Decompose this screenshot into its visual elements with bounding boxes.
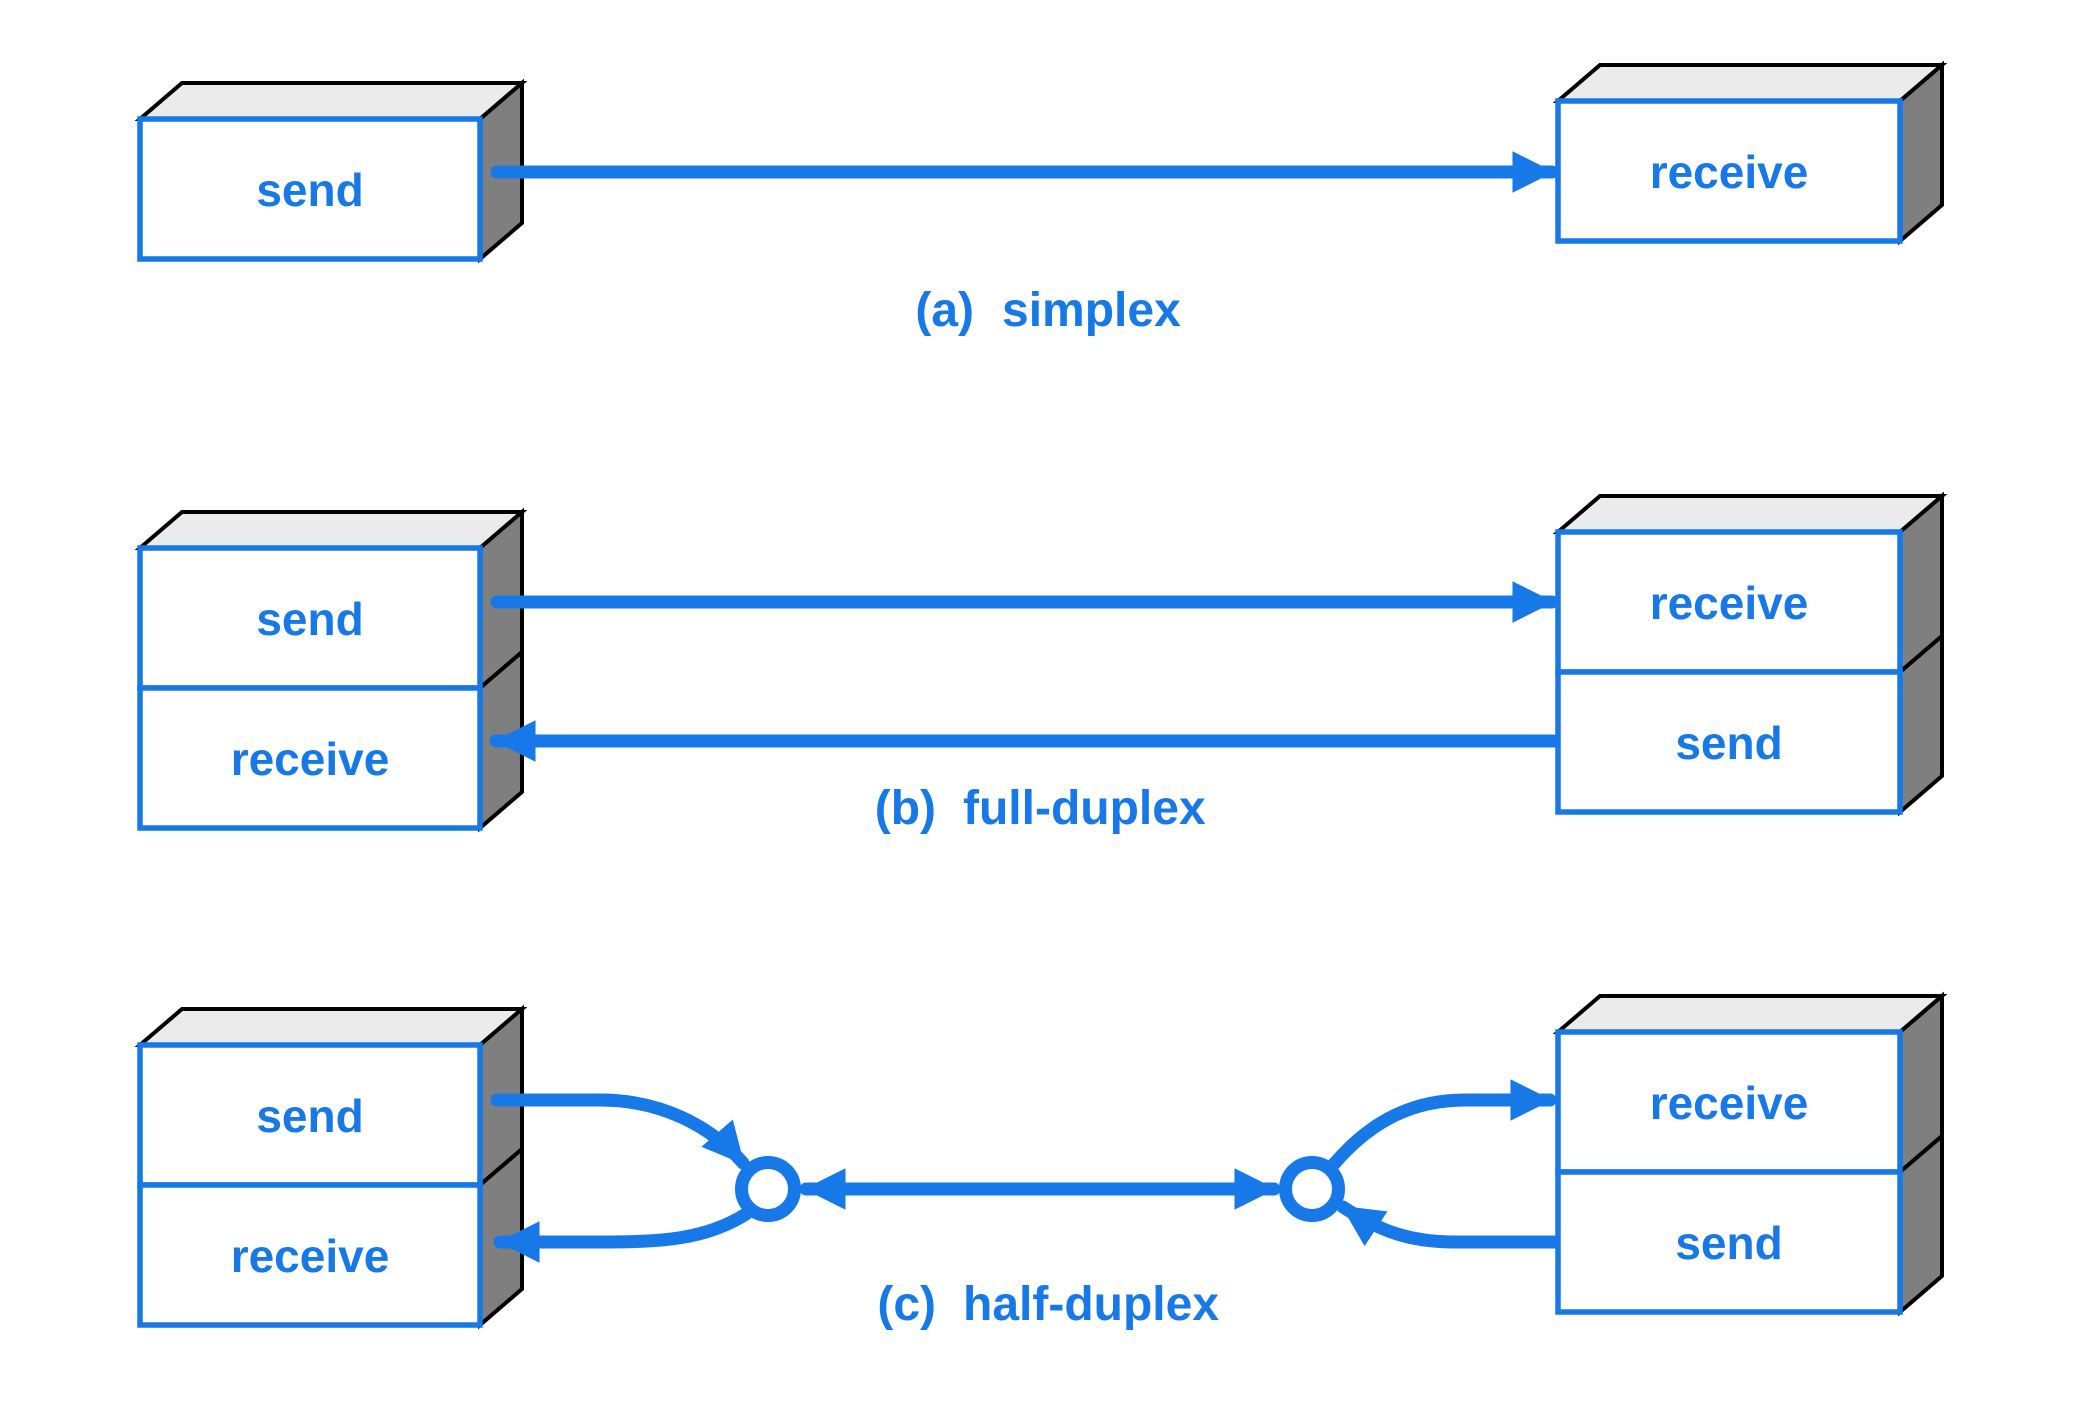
- half-duplex-right-send-curve: [1336, 1200, 1567, 1249]
- box-label-receive: receive: [1650, 146, 1809, 198]
- half-duplex-right-switch-node: [1279, 1156, 1345, 1222]
- half-duplex-left-switch-node: [735, 1156, 801, 1222]
- full-duplex-caption: (b) full-duplex: [875, 782, 1206, 835]
- simplex-send-box: send: [134, 78, 528, 264]
- box-label-receive: receive: [231, 1230, 390, 1282]
- section-simplex: send receive (a) simplex: [134, 60, 1948, 337]
- box-front-face: [1555, 1029, 1903, 1175]
- caption-label: (a): [915, 284, 974, 337]
- half-duplex-left-send-curve: [490, 1093, 750, 1170]
- box-top-face: [134, 1007, 528, 1047]
- section-full-duplex: send receive receive send (b) full-duple…: [134, 491, 1948, 835]
- box-top-face: [1552, 494, 1948, 534]
- caption-label: (b): [875, 782, 936, 835]
- simplex-caption: (a) simplex: [915, 284, 1181, 337]
- box-label-send: send: [256, 1090, 363, 1142]
- caption-text: half-duplex: [963, 1278, 1219, 1331]
- box-front-face: [1555, 98, 1903, 244]
- box-front-face: [1555, 1169, 1903, 1315]
- box-label-send: send: [256, 164, 363, 216]
- box-label-send: send: [1675, 1217, 1782, 1269]
- simplex-receive-box: receive: [1552, 60, 1948, 246]
- full-duplex-right-box: receive send: [1552, 491, 1948, 817]
- caption-label: (c): [877, 1278, 936, 1331]
- box-label-send: send: [1675, 717, 1782, 769]
- caption-text: full-duplex: [963, 782, 1206, 835]
- box-top-face: [134, 510, 528, 550]
- box-front-face: [1555, 529, 1903, 675]
- box-top-face: [1552, 63, 1948, 103]
- half-duplex-right-receive-curve: [1327, 1079, 1557, 1171]
- box-front-face: [137, 685, 483, 831]
- box-label-receive: receive: [231, 733, 390, 785]
- box-front-face: [137, 1042, 483, 1188]
- box-label-receive: receive: [1650, 577, 1809, 629]
- half-duplex-right-box: receive send: [1552, 991, 1948, 1317]
- half-duplex-left-receive-curve: [493, 1207, 753, 1263]
- caption-text: simplex: [1002, 284, 1181, 337]
- half-duplex-caption: (c) half-duplex: [877, 1278, 1219, 1331]
- section-half-duplex: send receive receive send (c) half-duple…: [134, 991, 1948, 1331]
- box-label-send: send: [256, 593, 363, 645]
- box-front-face: [137, 1182, 483, 1328]
- box-top-face: [1552, 994, 1948, 1034]
- box-front-face: [137, 116, 483, 262]
- half-duplex-left-box: send receive: [134, 1004, 528, 1330]
- box-top-face: [134, 81, 528, 121]
- full-duplex-left-box: send receive: [134, 507, 528, 833]
- box-label-receive: receive: [1650, 1077, 1809, 1129]
- box-front-face: [1555, 669, 1903, 815]
